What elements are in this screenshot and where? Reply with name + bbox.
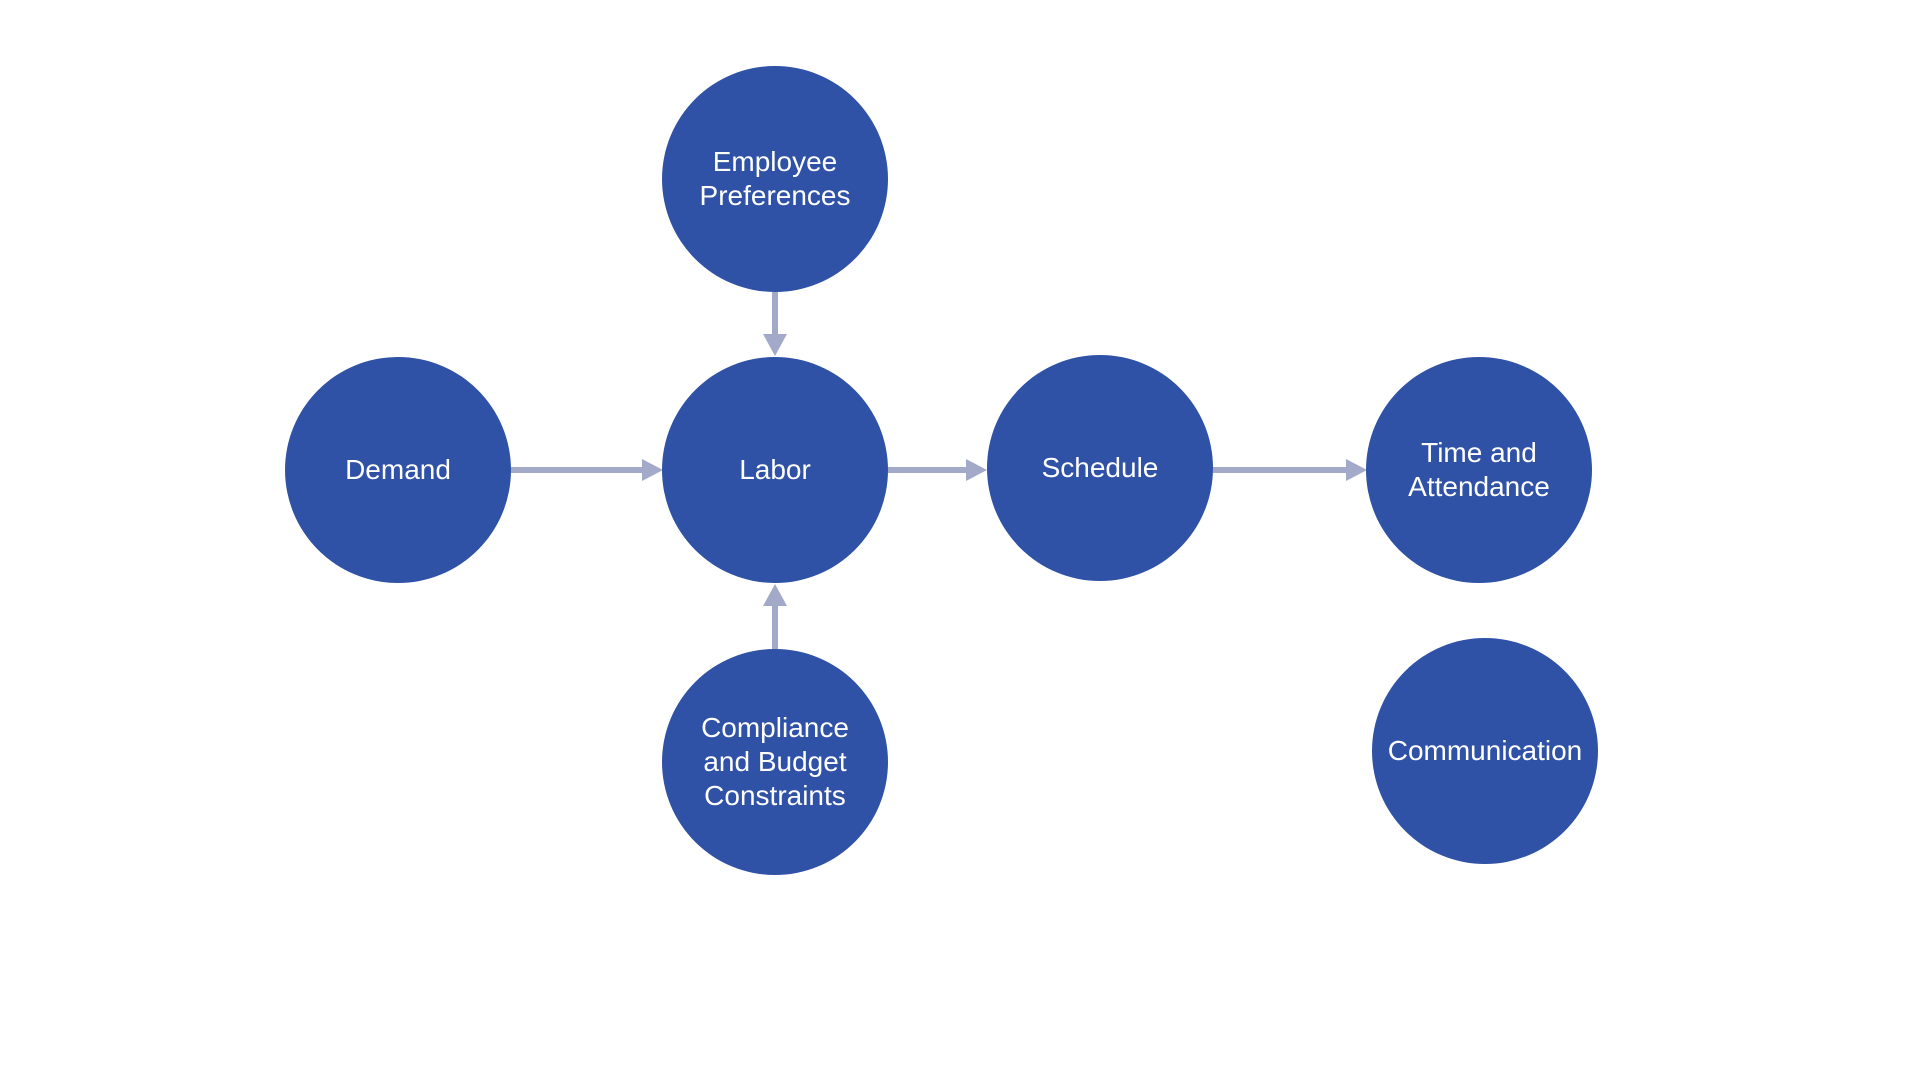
node-label: Employee Preferences <box>699 146 851 211</box>
node-label: Communication <box>1387 735 1583 766</box>
node-labor: Labor <box>662 357 888 583</box>
arrowhead-schedule-to-time-attendance <box>1346 459 1367 481</box>
arrowhead-demand-to-labor <box>642 459 663 481</box>
node-label: Compliance and Budget Constraints <box>701 712 849 811</box>
node-label: Time and Attendance <box>1408 437 1550 502</box>
node-time-and-attendance: Time and Attendance <box>1366 357 1592 583</box>
node-employee-preferences: Employee Preferences <box>662 66 888 292</box>
node-demand: Demand <box>285 357 511 583</box>
arrowhead-compliance-to-labor <box>763 584 787 606</box>
node-schedule: Schedule <box>987 355 1213 581</box>
node-compliance-and-budget-constraints: Compliance and Budget Constraints <box>662 649 888 875</box>
arrowhead-employee-preferences-to-labor <box>763 334 787 356</box>
node-communication: Communication <box>1372 638 1598 864</box>
node-label: Labor <box>739 454 811 485</box>
arrowhead-labor-to-schedule <box>966 459 987 481</box>
node-label: Schedule <box>1041 452 1159 483</box>
node-label: Demand <box>345 454 451 485</box>
